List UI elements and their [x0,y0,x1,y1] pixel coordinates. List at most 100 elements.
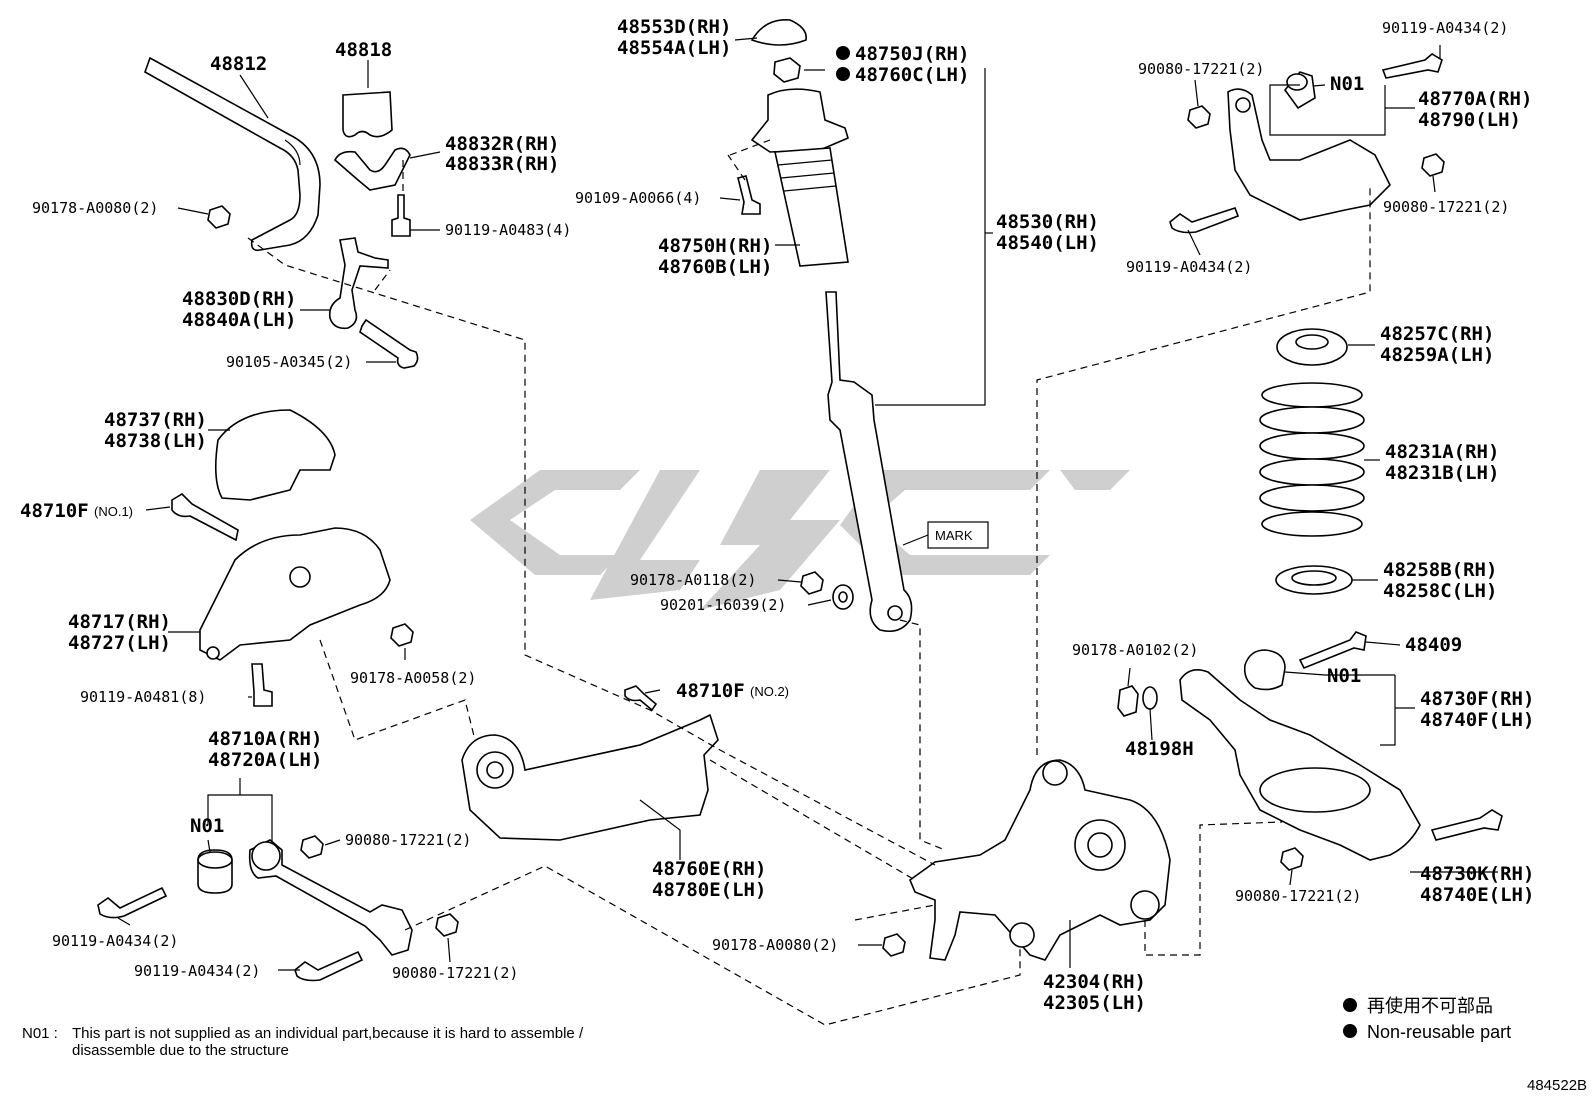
watermark-logo [470,470,1130,610]
cap-48553D[interactable] [750,19,807,46]
label-90080-a: 90080-17221(2) [345,831,471,849]
label-90119-a0481: 90119-A0481(8) [80,688,206,706]
label-48710A: 48710A(RH) [208,728,322,750]
bracket-48832[interactable] [334,147,411,191]
legend-dot-en [1343,1024,1357,1038]
mount-48750H[interactable] [750,88,849,267]
label-48832: 48832R(RH) [445,133,559,155]
nut-90178-a0080-bottom[interactable] [882,933,906,957]
label-48738: 48738(LH) [104,430,207,452]
label-48760B: 48760B(LH) [658,256,772,278]
label-n01-b: N01 [1330,73,1364,95]
label-48710F-no1: 48710F [20,500,89,522]
part-labels: 48812 48818 48832R(RH) 48833R(RH) 90178-… [20,16,1534,1014]
bushing-n01-c[interactable] [1243,649,1286,691]
bushing-48818[interactable] [342,91,393,138]
nut-90178-a0080-top[interactable] [207,205,231,229]
label-90119-a0434-b: 90119-A0434(2) [134,962,260,980]
label-48740F: 48740F(LH) [1420,709,1534,731]
label-48740E: 48740E(LH) [1420,884,1534,906]
label-48409: 48409 [1405,634,1462,656]
label-90119-a0434-c: 90119-A0434(2) [1126,258,1252,276]
label-90080-e: 90080-17221(2) [1235,887,1361,905]
label-48780E: 48780E(LH) [652,879,766,901]
bolt-90119-a0434-top[interactable] [1381,53,1443,79]
legend-zh: 再使用不可部品 [1367,996,1493,1016]
note-prefix: N01 : [22,1025,58,1042]
link-48710A[interactable] [248,839,413,956]
label-48198H: 48198H [1125,738,1194,760]
label-48258C: 48258C(LH) [1383,580,1497,602]
label-48750J: 48750J(RH) [855,43,969,65]
nut-48750J[interactable] [773,57,801,83]
coil-spring-48231A[interactable] [1259,382,1365,537]
bolt-90119-a0481[interactable] [251,663,273,707]
insulator-48257C[interactable] [1276,328,1348,366]
non-reusable-dot [836,67,850,81]
bolt-48409[interactable] [1298,631,1367,670]
label-48833: 48833R(RH) [445,153,559,175]
label-48231B: 48231B(LH) [1385,462,1499,484]
nut-90080-a[interactable] [300,835,324,859]
washer-48198H[interactable] [1142,686,1158,710]
note-line1: This part is not supplied as an individu… [72,1025,584,1042]
insulator-48258B[interactable] [1275,565,1353,595]
label-48730F: 48730F(RH) [1420,688,1534,710]
legend-dot-zh [1343,998,1357,1012]
nut-90080-e[interactable] [1280,847,1304,871]
upper-arm-48770A[interactable] [1227,88,1391,221]
nut-90178-a0118[interactable] [800,571,824,595]
bolt-90119-a0434-c[interactable] [1169,207,1240,234]
label-90105: 90105-A0345(2) [226,353,352,371]
nut-90178-a0102[interactable] [1117,685,1139,717]
legend: 再使用不可部品 Non-reusable part [1343,996,1511,1042]
shock-absorber-48530[interactable] [825,291,913,633]
label-48737: 48737(RH) [104,409,207,431]
bushing-n01-b[interactable] [1283,71,1316,110]
bolt-90119-a0434-a[interactable] [97,886,168,919]
bolt-90109[interactable] [737,175,761,215]
label-48259A: 48259A(LH) [1380,344,1494,366]
diagram-id: 484522B [1527,1077,1587,1094]
bolt-48710F-no1[interactable] [171,492,239,542]
label-48540: 48540(LH) [996,232,1099,254]
bracket-48717[interactable] [199,527,391,661]
legend-en: Non-reusable part [1367,1022,1511,1042]
label-48760C: 48760C(LH) [855,64,969,86]
leader-lines [117,37,1498,971]
cover-48737[interactable] [214,409,336,501]
label-48770A: 48770A(RH) [1418,88,1532,110]
label-90178-a0058: 90178-A0058(2) [350,669,476,687]
label-48710F-no1-note: (NO.1) [94,504,133,519]
label-90080-c: 90080-17221(2) [1138,60,1264,78]
arm-48760E[interactable] [461,713,719,841]
bolt-90105[interactable] [359,318,419,369]
label-90119-a0483: 90119-A0483(4) [445,221,571,239]
nut-90080-d[interactable] [1421,153,1445,177]
bolt-90119-a0483[interactable] [391,194,411,237]
nut-90178-a0058[interactable] [390,623,414,647]
label-48257C: 48257C(RH) [1380,323,1494,345]
bolt-48730K[interactable] [1430,809,1503,841]
lower-arm-48730F[interactable] [1179,669,1421,861]
label-48231A: 48231A(RH) [1385,441,1499,463]
label-42305: 42305(LH) [1043,992,1146,1014]
label-90178-a0102: 90178-A0102(2) [1072,641,1198,659]
label-42304: 42304(RH) [1043,971,1146,993]
label-90201: 90201-16039(2) [660,596,786,614]
knuckle-42304[interactable] [909,759,1171,961]
bushing-n01-a[interactable] [197,849,233,894]
bolt-48710F-no2[interactable] [624,685,658,712]
label-90178-a0118: 90178-A0118(2) [630,571,756,589]
stabilizer-bar-48812[interactable] [144,56,321,252]
nut-90080-c[interactable] [1187,105,1211,129]
label-90178-a0080-bottom: 90178-A0080(2) [712,936,838,954]
mark-label: MARK [935,528,973,543]
washer-90201[interactable] [832,584,854,610]
label-48727: 48727(LH) [68,632,171,654]
bolt-90119-a0434-b[interactable] [294,950,364,982]
link-48830[interactable] [328,237,389,330]
nut-90080-b[interactable] [435,913,459,937]
label-90080-d: 90080-17221(2) [1383,198,1509,216]
